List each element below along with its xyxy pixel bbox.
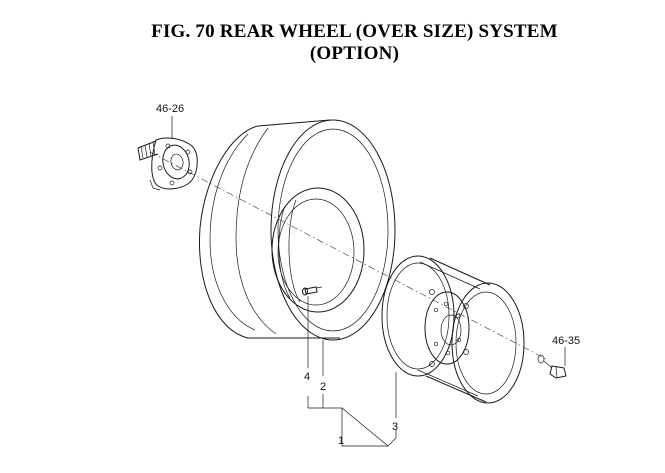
wheel-rim-part[interactable] [381,255,525,404]
tire-part[interactable] [198,119,396,341]
callout-46-35: 46-35 [552,335,580,347]
callout-1: 1 [338,435,344,447]
valve-stem-part[interactable] [302,286,323,296]
callout-46-26: 46-26 [156,103,184,115]
center-axis-line [149,151,549,361]
assembly-bracket [307,396,397,447]
figure-subtitle: (OPTION) [309,43,400,64]
hub-flange-part[interactable] [137,137,198,191]
callout-4: 4 [304,371,310,383]
wheel-nut-part[interactable] [537,354,567,379]
callout-2: 2 [320,381,326,393]
callout-3: 3 [392,421,398,433]
figure-title: FIG. 70 REAR WHEEL (OVER SIZE) SYSTEM [151,21,558,42]
assembly-bracket-branch [322,394,388,447]
